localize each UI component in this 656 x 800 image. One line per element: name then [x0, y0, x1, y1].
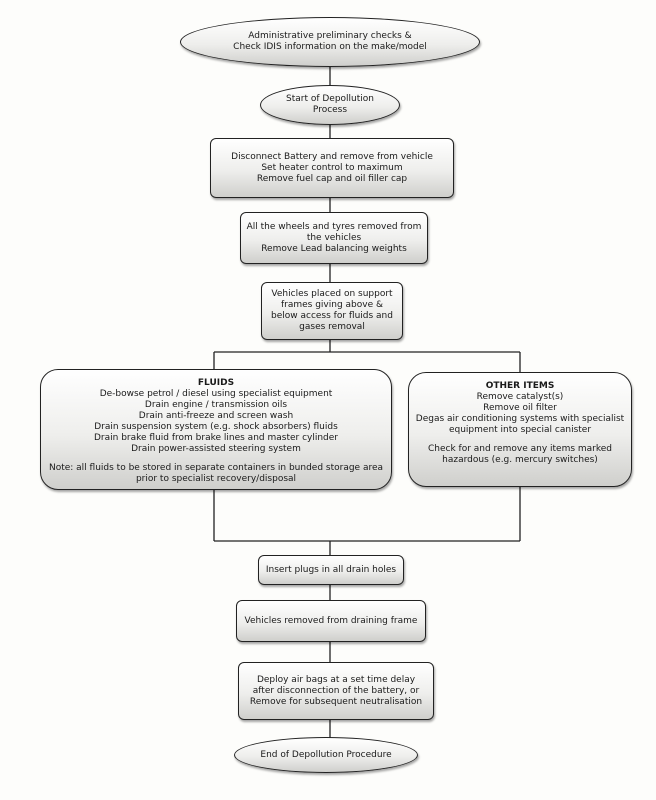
other-note-line: hazardous (e.g. mercury switches) — [442, 455, 598, 465]
other-line: Remove catalyst(s) — [476, 392, 564, 402]
start-line: Start of Depollution — [285, 94, 374, 104]
fluids-note-line: Note: all fluids to be stored in separat… — [48, 463, 384, 473]
airbags-line: Remove for subsequent neutralisation — [249, 696, 423, 707]
wheels-line: the vehicles — [306, 232, 362, 243]
start-line: Process — [312, 105, 348, 115]
airbags-line: Deploy air bags at a set time delay — [256, 674, 416, 685]
fluids-line: De-bowse petrol / diesel using specialis… — [99, 389, 333, 399]
other-items-box: OTHER ITEMS Remove catalyst(s) Remove oi… — [408, 372, 632, 487]
fluids-heading: FLUIDS — [197, 378, 235, 388]
fluids-box: FLUIDS De-bowse petrol / diesel using sp… — [40, 369, 392, 490]
start-oval: Start of Depollution Process — [260, 85, 400, 125]
end-oval: End of Depollution Procedure — [234, 737, 418, 773]
wheels-line: Remove Lead balancing weights — [261, 243, 407, 254]
admin-checks-oval: Administrative preliminary checks & Chec… — [180, 17, 480, 67]
fluids-line: Drain brake fluid from brake lines and m… — [93, 433, 338, 443]
fluids-note: Note: all fluids to be stored in separat… — [49, 463, 383, 485]
wheels-step: All the wheels and tyres removed from th… — [240, 212, 428, 264]
support-line: frames giving above & — [280, 300, 384, 310]
battery-line: Set heater control to maximum — [261, 162, 403, 173]
fluids-line: Drain suspension system (e.g. shock abso… — [94, 422, 338, 432]
end-line: End of Depollution Procedure — [260, 749, 392, 760]
other-line: Degas air conditioning systems with spec… — [415, 414, 625, 424]
other-note: Check for and remove any items marked ha… — [428, 444, 612, 466]
airbags-line: after disconnection of the battery, or — [252, 685, 420, 696]
support-line: Vehicles placed on support — [271, 289, 393, 299]
fluids-note-line: prior to specialist recovery/disposal — [135, 474, 297, 484]
removed-line: Vehicles removed from draining frame — [244, 615, 418, 626]
support-frames-step: Vehicles placed on support frames giving… — [261, 282, 403, 340]
admin-line: Administrative preliminary checks & — [248, 31, 412, 41]
other-line: Remove oil filter — [483, 403, 557, 413]
fluids-line: Drain anti-freeze and screen wash — [138, 411, 294, 421]
insert-plugs-step: Insert plugs in all drain holes — [258, 555, 404, 585]
battery-step: Disconnect Battery and remove from vehic… — [210, 138, 454, 198]
other-note-line: Check for and remove any items marked — [427, 444, 613, 454]
wheels-line: All the wheels and tyres removed from — [246, 221, 422, 232]
fluids-line: Drain engine / transmission oils — [144, 400, 288, 410]
support-line: gases removal — [299, 322, 365, 332]
admin-line: Check IDIS information on the make/model — [233, 42, 427, 52]
other-line: equipment into special canister — [448, 425, 592, 435]
fluids-line: Drain power-assisted steering system — [131, 444, 301, 454]
other-items-heading: OTHER ITEMS — [485, 381, 555, 391]
battery-line: Disconnect Battery and remove from vehic… — [231, 151, 433, 162]
battery-line: Remove fuel cap and oil filler cap — [256, 173, 408, 184]
vehicles-removed-step: Vehicles removed from draining frame — [236, 600, 426, 642]
support-line: below access for fluids and — [271, 311, 393, 321]
plugs-line: Insert plugs in all drain holes — [265, 564, 397, 575]
air-bags-step: Deploy air bags at a set time delay afte… — [238, 662, 434, 720]
